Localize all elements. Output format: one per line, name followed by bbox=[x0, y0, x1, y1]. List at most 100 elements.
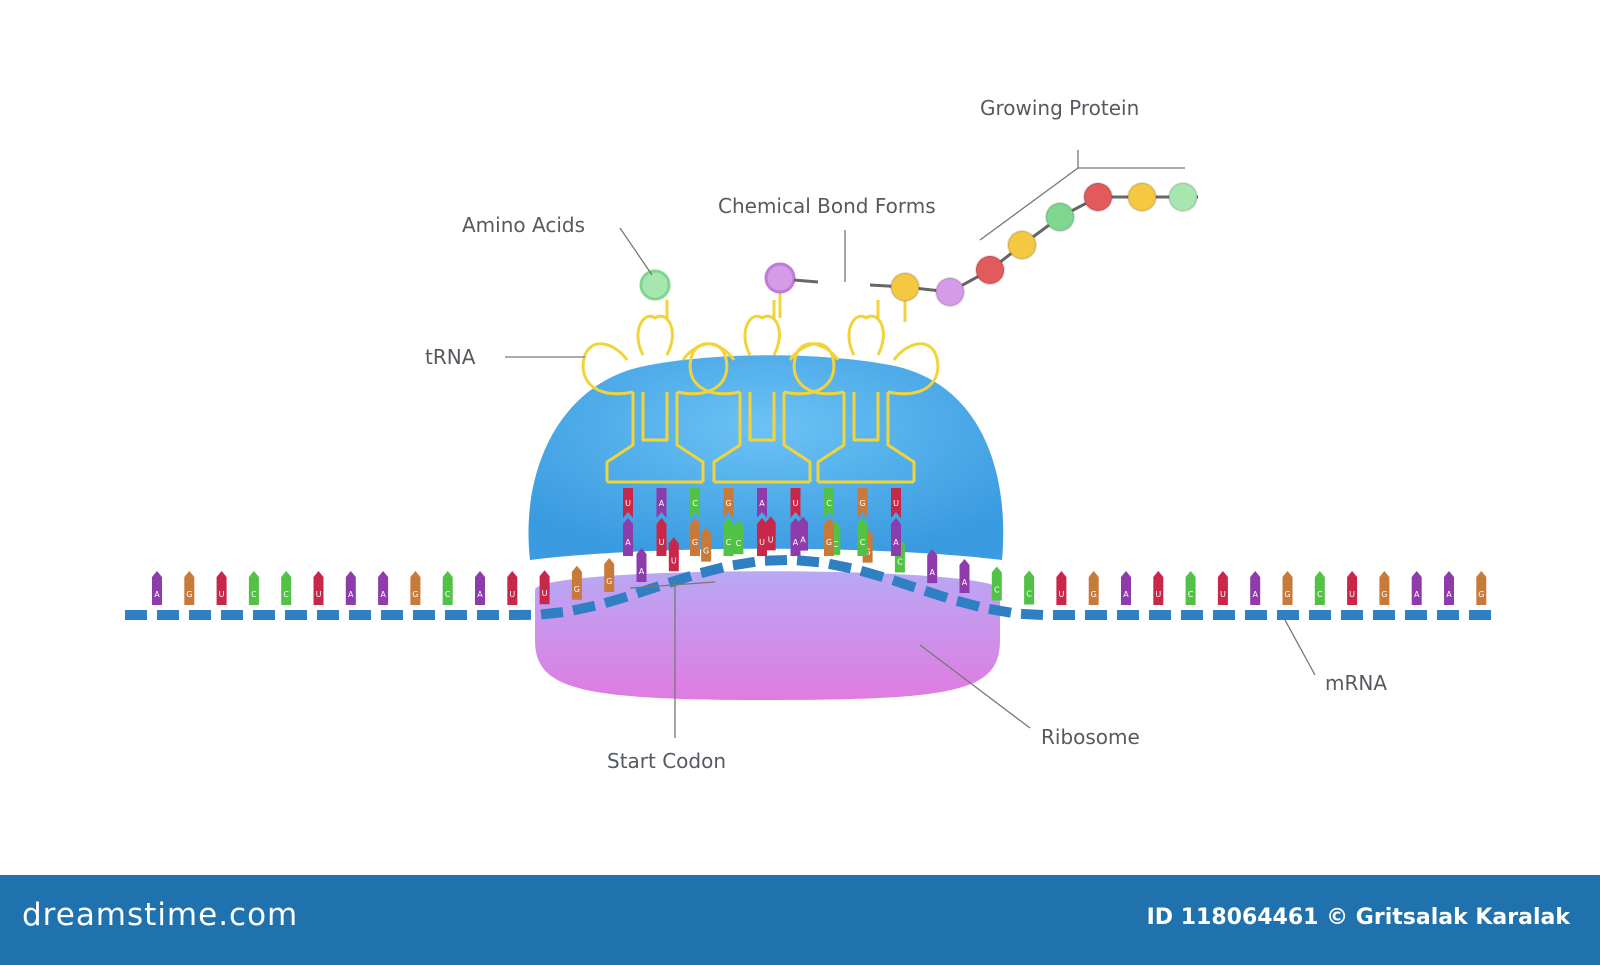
mrna-backbone-segment bbox=[891, 575, 917, 593]
anticodon-letter: U bbox=[659, 538, 665, 547]
amino-acid-green bbox=[639, 269, 671, 301]
trna-molecule bbox=[792, 300, 940, 484]
mrna-base-letter: G bbox=[412, 590, 418, 599]
anticodon-letter: A bbox=[625, 538, 631, 547]
mrna-base: U bbox=[1056, 571, 1067, 605]
mrna-base-letter: G bbox=[606, 577, 612, 586]
mrna-base: U bbox=[1217, 571, 1228, 605]
anticodon-letter: C bbox=[860, 538, 866, 547]
mrna-base: A bbox=[1444, 571, 1454, 605]
protein-amino-acid bbox=[1045, 202, 1075, 232]
anticodon-base-top: A bbox=[757, 488, 767, 518]
mrna-base-letter: U bbox=[542, 589, 548, 598]
anticodon-letter: U bbox=[759, 538, 765, 547]
mrna-base-letter: A bbox=[1123, 590, 1129, 599]
mrna-base-letter: G bbox=[703, 547, 709, 556]
image-credit: ID 118064461 © Gritsalak Karalak bbox=[1146, 905, 1570, 930]
mrna-base: A bbox=[959, 558, 970, 593]
label-ribosome: Ribosome bbox=[1041, 725, 1140, 749]
mrna-base: G bbox=[184, 571, 195, 605]
mrna-backbone-segment bbox=[988, 604, 1012, 618]
mrna-base: G bbox=[410, 571, 421, 605]
mrna-base-letter: A bbox=[1446, 590, 1452, 599]
mrna-backbone-segment bbox=[540, 607, 564, 620]
mrna-base: A bbox=[1121, 571, 1131, 605]
ribosome bbox=[528, 355, 1004, 700]
mrna-base-letter: C bbox=[833, 540, 839, 549]
mrna-base: A bbox=[152, 571, 162, 605]
anticodon-base-top: C bbox=[824, 488, 834, 518]
mrna-base: U bbox=[539, 570, 550, 605]
peptide-bond-line bbox=[869, 195, 1198, 294]
mrna-base: U bbox=[1153, 571, 1164, 605]
anticodon-letter: G bbox=[725, 499, 731, 508]
anticodon-letter: A bbox=[793, 538, 799, 547]
mrna-base-letter: A bbox=[929, 568, 935, 577]
mrna-base-letter: U bbox=[671, 556, 677, 565]
mrna-base-letter: C bbox=[1317, 590, 1323, 599]
anticodon-base-top: G bbox=[723, 488, 734, 518]
mrna-base-letter: C bbox=[1026, 589, 1032, 598]
mrna-base: A bbox=[345, 571, 356, 605]
mrna-base-letter: A bbox=[380, 590, 386, 599]
label-growing-protein: Growing Protein bbox=[980, 96, 1139, 120]
mrna-backbone-segment bbox=[796, 555, 820, 568]
protein-amino-acid bbox=[890, 272, 920, 302]
mrna-base: G bbox=[1282, 571, 1293, 605]
mrna-base-letter: U bbox=[219, 590, 225, 599]
footer-bar: dreamstime.com ID 118064461 © Gritsalak … bbox=[0, 875, 1600, 965]
anticodon-base-bottom: A bbox=[790, 518, 801, 556]
anticodon-letter: A bbox=[659, 499, 665, 508]
mrna-base: A bbox=[475, 571, 485, 605]
mrna-backbone-segment bbox=[571, 600, 597, 616]
mrna-base-letter: U bbox=[1155, 590, 1161, 599]
amino-acid-purple bbox=[764, 262, 796, 294]
mrna-base-letter: U bbox=[1220, 590, 1226, 599]
protein-amino-acid bbox=[975, 255, 1005, 285]
trna-molecules bbox=[581, 300, 940, 484]
protein-amino-acid bbox=[935, 277, 965, 307]
mrna-base: A bbox=[927, 549, 938, 584]
mrna-base-letter: U bbox=[1349, 590, 1355, 599]
mrna-base: A bbox=[378, 571, 389, 605]
anticodon-base-bottom: A bbox=[891, 518, 901, 556]
mrna-base-letter: A bbox=[477, 590, 483, 599]
anticodon-letter: G bbox=[859, 499, 865, 508]
anticodon-base-bottom: U bbox=[656, 518, 667, 556]
mrna-base: C bbox=[442, 571, 453, 605]
anticodon-base-top: U bbox=[891, 488, 901, 518]
mrna-base-letter: G bbox=[864, 548, 870, 557]
mrna-base: C bbox=[1185, 571, 1196, 605]
mrna-base-letter: G bbox=[1284, 590, 1290, 599]
amino-acid-free bbox=[639, 262, 819, 318]
mrna-base: U bbox=[313, 571, 324, 605]
mrna-base: A bbox=[636, 547, 647, 582]
anticodon-base-bottom: C bbox=[857, 518, 868, 556]
mrna-base: G bbox=[701, 527, 712, 562]
mrna-base-letter: G bbox=[574, 585, 580, 594]
mrna-base: C bbox=[733, 520, 744, 555]
mrna-base: A bbox=[1250, 571, 1261, 605]
mrna-base-letter: C bbox=[251, 590, 257, 599]
mrna-base-letter: U bbox=[316, 590, 322, 599]
mrna-base: C bbox=[1024, 570, 1035, 605]
mrna-base-letter: U bbox=[509, 590, 515, 599]
mrna-base-letter: C bbox=[736, 539, 742, 548]
anticodon-letter: A bbox=[759, 499, 765, 508]
mrna-base: C bbox=[281, 571, 292, 605]
mrna-base-letter: A bbox=[962, 578, 968, 587]
mrna-base-letter: C bbox=[1188, 590, 1194, 599]
mrna-base-letter: G bbox=[186, 590, 192, 599]
mrna-backbone-segment bbox=[955, 596, 981, 612]
mrna-base-letter: A bbox=[154, 590, 160, 599]
mrna-backbone-segment bbox=[699, 562, 725, 578]
mrna-base-letter: G bbox=[1478, 590, 1484, 599]
brand-logo-text[interactable]: dreamstime.com bbox=[22, 897, 299, 933]
mrna-base: G bbox=[604, 557, 615, 592]
anticodon-base-top: U bbox=[623, 488, 633, 518]
mrna-base-letter: C bbox=[445, 590, 451, 599]
anticodon-base-top: A bbox=[656, 488, 667, 518]
anticodon-base-top: C bbox=[690, 488, 700, 518]
label-amino-acids: Amino Acids bbox=[462, 213, 585, 237]
